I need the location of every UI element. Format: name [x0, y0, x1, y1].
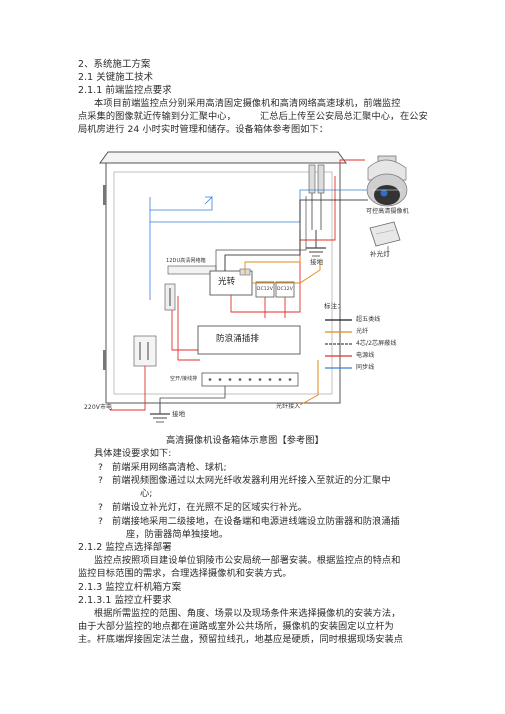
para1-line2c: 在公安	[400, 111, 428, 122]
para2-line2: 监控目标范围的需求，合理选择摄像机和安装方式。	[78, 568, 292, 579]
power-in-label: 220V市电	[84, 404, 113, 411]
legend-item: 同步线	[356, 364, 375, 371]
terminal-label: 空开/接线排	[170, 376, 198, 382]
para1-line1: 本项目前端监控点分别采用高清固定摄像机和高清网络高速球机，前端监控	[94, 98, 401, 109]
surge-strip-label: 防浪涌插排	[216, 334, 260, 344]
para2-line1: 监控点按照项目建设单位铜陵市公安局统一部署安装。根据监控点的特点和	[94, 555, 401, 566]
para3-line2: 由于大部分监控的地点都在道路或室外公共场所，摄像机的安装固定以立杆为	[78, 621, 394, 632]
legend-swatches	[325, 319, 352, 369]
bullet: ?	[98, 462, 103, 473]
ground-label-top: 接地	[310, 258, 324, 266]
legend-title: 标注：	[324, 302, 344, 310]
psu2-label: DC12V	[277, 287, 293, 292]
para1-line2b: 汇总后上传至公安局总汇聚中心，	[260, 111, 400, 122]
fill-light-label: 补光灯	[370, 250, 390, 258]
pdu-label: 12DU高清网络箱	[166, 258, 206, 264]
legend-item: 超五类线	[356, 316, 381, 323]
legend-item: 4芯/2芯屏蔽线	[356, 340, 397, 347]
req-2a: 前端视频图像通过以太网光纤收发器利用光纤接入至就近的分汇聚中	[112, 475, 391, 486]
fiber-in-label: 光纤接入	[276, 403, 301, 410]
heading-2-1-2: 2.1.2 监控点选择部署	[78, 542, 172, 553]
figure-caption: 高清摄像机设备箱体示意图【参考图】	[166, 435, 324, 446]
para3-line3: 主。杆底端焊接固定法兰盘，预留拉线孔，地基应是硬质，同时根据现场安装点	[78, 634, 404, 645]
para1-line2a: 点采集的图像就近传输到分汇聚中心，	[78, 111, 236, 122]
heading-2-1-1: 2.1.1 前端监控点要求	[78, 85, 172, 96]
req-2b: 心;	[140, 488, 153, 499]
bullet: ?	[98, 475, 103, 486]
req-3: 前端设立补光灯，在光照不足的区域实行补光。	[112, 502, 308, 513]
req-4a: 前端接地采用二级接地，在设备端和电源进线端设立防雷器和防浪涌插	[112, 516, 400, 527]
bullet: ?	[98, 516, 103, 527]
para1-line3: 局机房进行 24 小时实时管理和储存。设备箱体参考图如下：	[78, 124, 329, 135]
req-1: 前端采用网络高清枪、球机;	[112, 462, 227, 473]
legend-item: 光纤	[356, 328, 369, 335]
optical-transceiver-label: 光转	[218, 277, 236, 287]
heading-2-1-3: 2.1.3 监控立杆机箱方案	[78, 582, 182, 593]
req-4b: 座，防雷器简单独接地。	[126, 529, 229, 540]
legend-item: 电源线	[356, 352, 375, 359]
requirements-intro: 具体建设要求如下:	[94, 448, 172, 459]
heading-2-1-3-1: 2.1.3.1 监控立杆要求	[78, 595, 172, 606]
psu1-label: DC12V	[257, 287, 273, 292]
ground-label-bottom: 接地	[172, 410, 186, 418]
heading-2: 2、系统施工方案	[78, 59, 151, 70]
bullet: ?	[98, 502, 103, 513]
heading-2-1: 2.1 关键施工技术	[78, 72, 154, 83]
camera-label: 可控高清摄像机	[366, 208, 409, 215]
para3-line1: 根据所需监控的范围、角度、场景以及现场条件来选择摄像机的安装方法，	[94, 608, 401, 619]
